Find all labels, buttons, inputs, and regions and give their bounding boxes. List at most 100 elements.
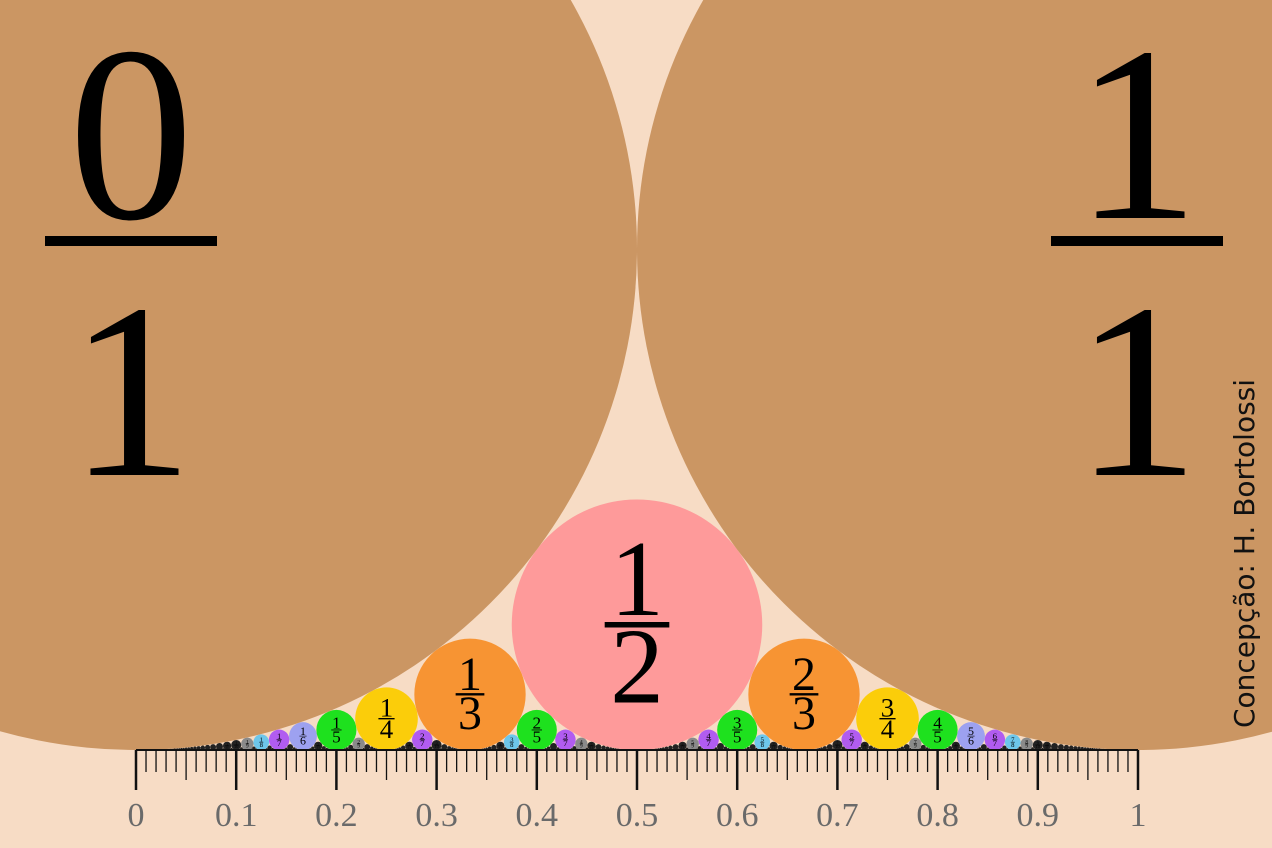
ford-circle-1-7-denominator: 7 (277, 738, 282, 748)
ford-circle-7-9-denominator: 9 (914, 744, 917, 750)
ford-circle-6-7-denominator: 7 (993, 738, 998, 748)
ford-circle-7-15 (601, 745, 606, 750)
ford-circle-1-6-numerator: 1 (300, 724, 306, 738)
ford-circle-7-9-numerator: 7 (914, 739, 917, 745)
ford-circle-8-9-numerator: 8 (1025, 739, 1028, 745)
ford-circle-10-13 (903, 744, 910, 751)
ford-circle-9-13 (826, 744, 833, 751)
ford-circle-9-14 (777, 744, 783, 750)
ford-circle-6-11-denominator: 11 (681, 745, 685, 749)
ford-circle-1-8-denominator: 8 (260, 742, 264, 749)
ford-circle-1-13 (210, 744, 217, 751)
ford-circle-1-2-denominator: 2 (610, 607, 664, 726)
ford-circle-5-9-numerator: 5 (691, 739, 694, 745)
ford-circle-2-11-numerator: 2 (317, 743, 319, 747)
ford-circle-1-3-denominator: 3 (458, 687, 482, 740)
ford-circle-8-11-numerator: 8 (864, 743, 866, 747)
ford-circles: 1112113114115116117118119111011110310710… (0, 0, 1272, 751)
tick-label: 0.1 (215, 797, 258, 834)
ford-circle-9-10-numerator: 9 (1037, 741, 1039, 746)
ford-circle-4-15 (400, 745, 406, 750)
tick-label: 0.8 (916, 797, 959, 834)
ford-circle-4-9-denominator: 9 (580, 744, 583, 750)
ford-circle-13-15 (1002, 745, 1007, 750)
tick-label: 0.2 (315, 797, 358, 834)
ford-circle-9-11-denominator: 11 (954, 745, 958, 749)
big-fraction-0-numerator: 0 (69, 0, 194, 273)
ford-circle-5-13 (518, 744, 525, 751)
ford-circle-1-5-denominator: 5 (332, 727, 341, 746)
ford-circle-11-13 (980, 744, 987, 751)
ford-circle-5-12 (550, 743, 557, 750)
ford-circle-14-15 (1068, 745, 1074, 750)
ford-circle-7-11-denominator: 11 (772, 745, 776, 749)
tick-label: 0.4 (516, 797, 559, 834)
ford-circle-0-1 (0, 0, 637, 750)
ford-circle-1-8-numerator: 1 (260, 737, 263, 744)
ford-circle-4-11-denominator: 11 (499, 745, 503, 749)
ford-circle-1-9-denominator: 9 (246, 744, 249, 750)
ford-circle-4-7-numerator: 4 (706, 731, 711, 741)
ford-circle-5-7-denominator: 7 (850, 738, 855, 748)
ford-circle-1-6-denominator: 6 (300, 734, 306, 748)
ford-circle-7-10-denominator: 10 (835, 744, 839, 749)
ford-circle-1-10-numerator: 1 (235, 741, 237, 746)
ford-circle-1-11-numerator: 1 (226, 743, 228, 747)
ford-circle-4-5-numerator: 4 (933, 713, 942, 732)
big-fraction-0-denominator: 1 (69, 253, 194, 530)
ford-circle-2-7-denominator: 7 (420, 738, 425, 748)
ford-circle-1-14 (205, 744, 211, 750)
ford-circle-1-9-numerator: 1 (246, 739, 249, 745)
tick-label: 0.6 (716, 797, 759, 834)
ford-circle-1-2-numerator: 1 (610, 520, 664, 639)
ford-circle-3-8-numerator: 3 (510, 737, 514, 744)
ford-circle-5-6-denominator: 6 (968, 734, 974, 748)
tick-label: 0.5 (616, 797, 659, 834)
ford-circle-3-7-numerator: 3 (563, 731, 568, 741)
tick-label: 0.9 (1017, 797, 1060, 834)
ford-circle-5-8-numerator: 5 (761, 737, 765, 744)
ford-circle-3-10-denominator: 10 (434, 744, 438, 749)
ford-circle-2-9-numerator: 2 (357, 739, 360, 745)
ford-circle-5-9-denominator: 9 (691, 744, 694, 750)
ford-circle-7-8-denominator: 8 (1011, 742, 1015, 749)
ford-circle-1-12 (216, 743, 223, 750)
ford-circle-1-4-denominator: 4 (380, 714, 394, 744)
big-fraction-1-numerator: 1 (1075, 0, 1200, 273)
ford-circle-5-14 (491, 744, 497, 750)
ford-circle-5-7-numerator: 5 (850, 731, 855, 741)
ford-circle-3-10-numerator: 3 (436, 741, 438, 746)
ford-circle-2-7-numerator: 2 (420, 731, 424, 741)
ford-circle-3-5-numerator: 3 (733, 713, 742, 732)
ford-circle-2-3-numerator: 2 (792, 648, 816, 701)
ford-circle-7-11-numerator: 7 (773, 743, 775, 747)
ford-circle-3-11-denominator: 11 (408, 745, 412, 749)
ford-circle-7-13 (672, 744, 679, 751)
ford-circle-2-11-denominator: 11 (316, 745, 320, 749)
ford-circle-1-10-denominator: 10 (234, 744, 238, 749)
ford-circle-2-5-numerator: 2 (532, 713, 541, 732)
ford-circle-2-9-denominator: 9 (357, 744, 360, 750)
ford-circle-11-14 (920, 744, 926, 750)
ford-circle-3-4-numerator: 3 (881, 692, 894, 722)
ford-circle-2-3-denominator: 3 (792, 687, 816, 740)
ford-circle-5-6-numerator: 5 (968, 724, 974, 738)
ford-circle-2-15 (267, 745, 272, 750)
ford-circle-3-11-numerator: 3 (408, 743, 410, 747)
big-fraction-1-denominator: 1 (1075, 253, 1200, 530)
ford-circle-4-7-denominator: 7 (706, 738, 711, 748)
ford-circle-1-7-numerator: 1 (277, 731, 281, 741)
ford-circle-1-1 (637, 0, 1272, 750)
ford-circle-7-10-numerator: 7 (836, 741, 839, 746)
ford-circle-11-12 (1051, 743, 1058, 750)
ford-circle-4-5-denominator: 5 (933, 727, 942, 746)
ford-circle-4-11-numerator: 4 (499, 743, 501, 747)
ford-circle-1-5-numerator: 1 (332, 713, 341, 732)
ford-circle-5-11-denominator: 11 (590, 745, 594, 749)
ford-circle-8-11-denominator: 11 (863, 745, 867, 749)
ford-circle-3-4-denominator: 4 (881, 714, 895, 744)
tick-label: 0.7 (816, 797, 859, 834)
ford-circle-7-8-numerator: 7 (1011, 737, 1015, 744)
